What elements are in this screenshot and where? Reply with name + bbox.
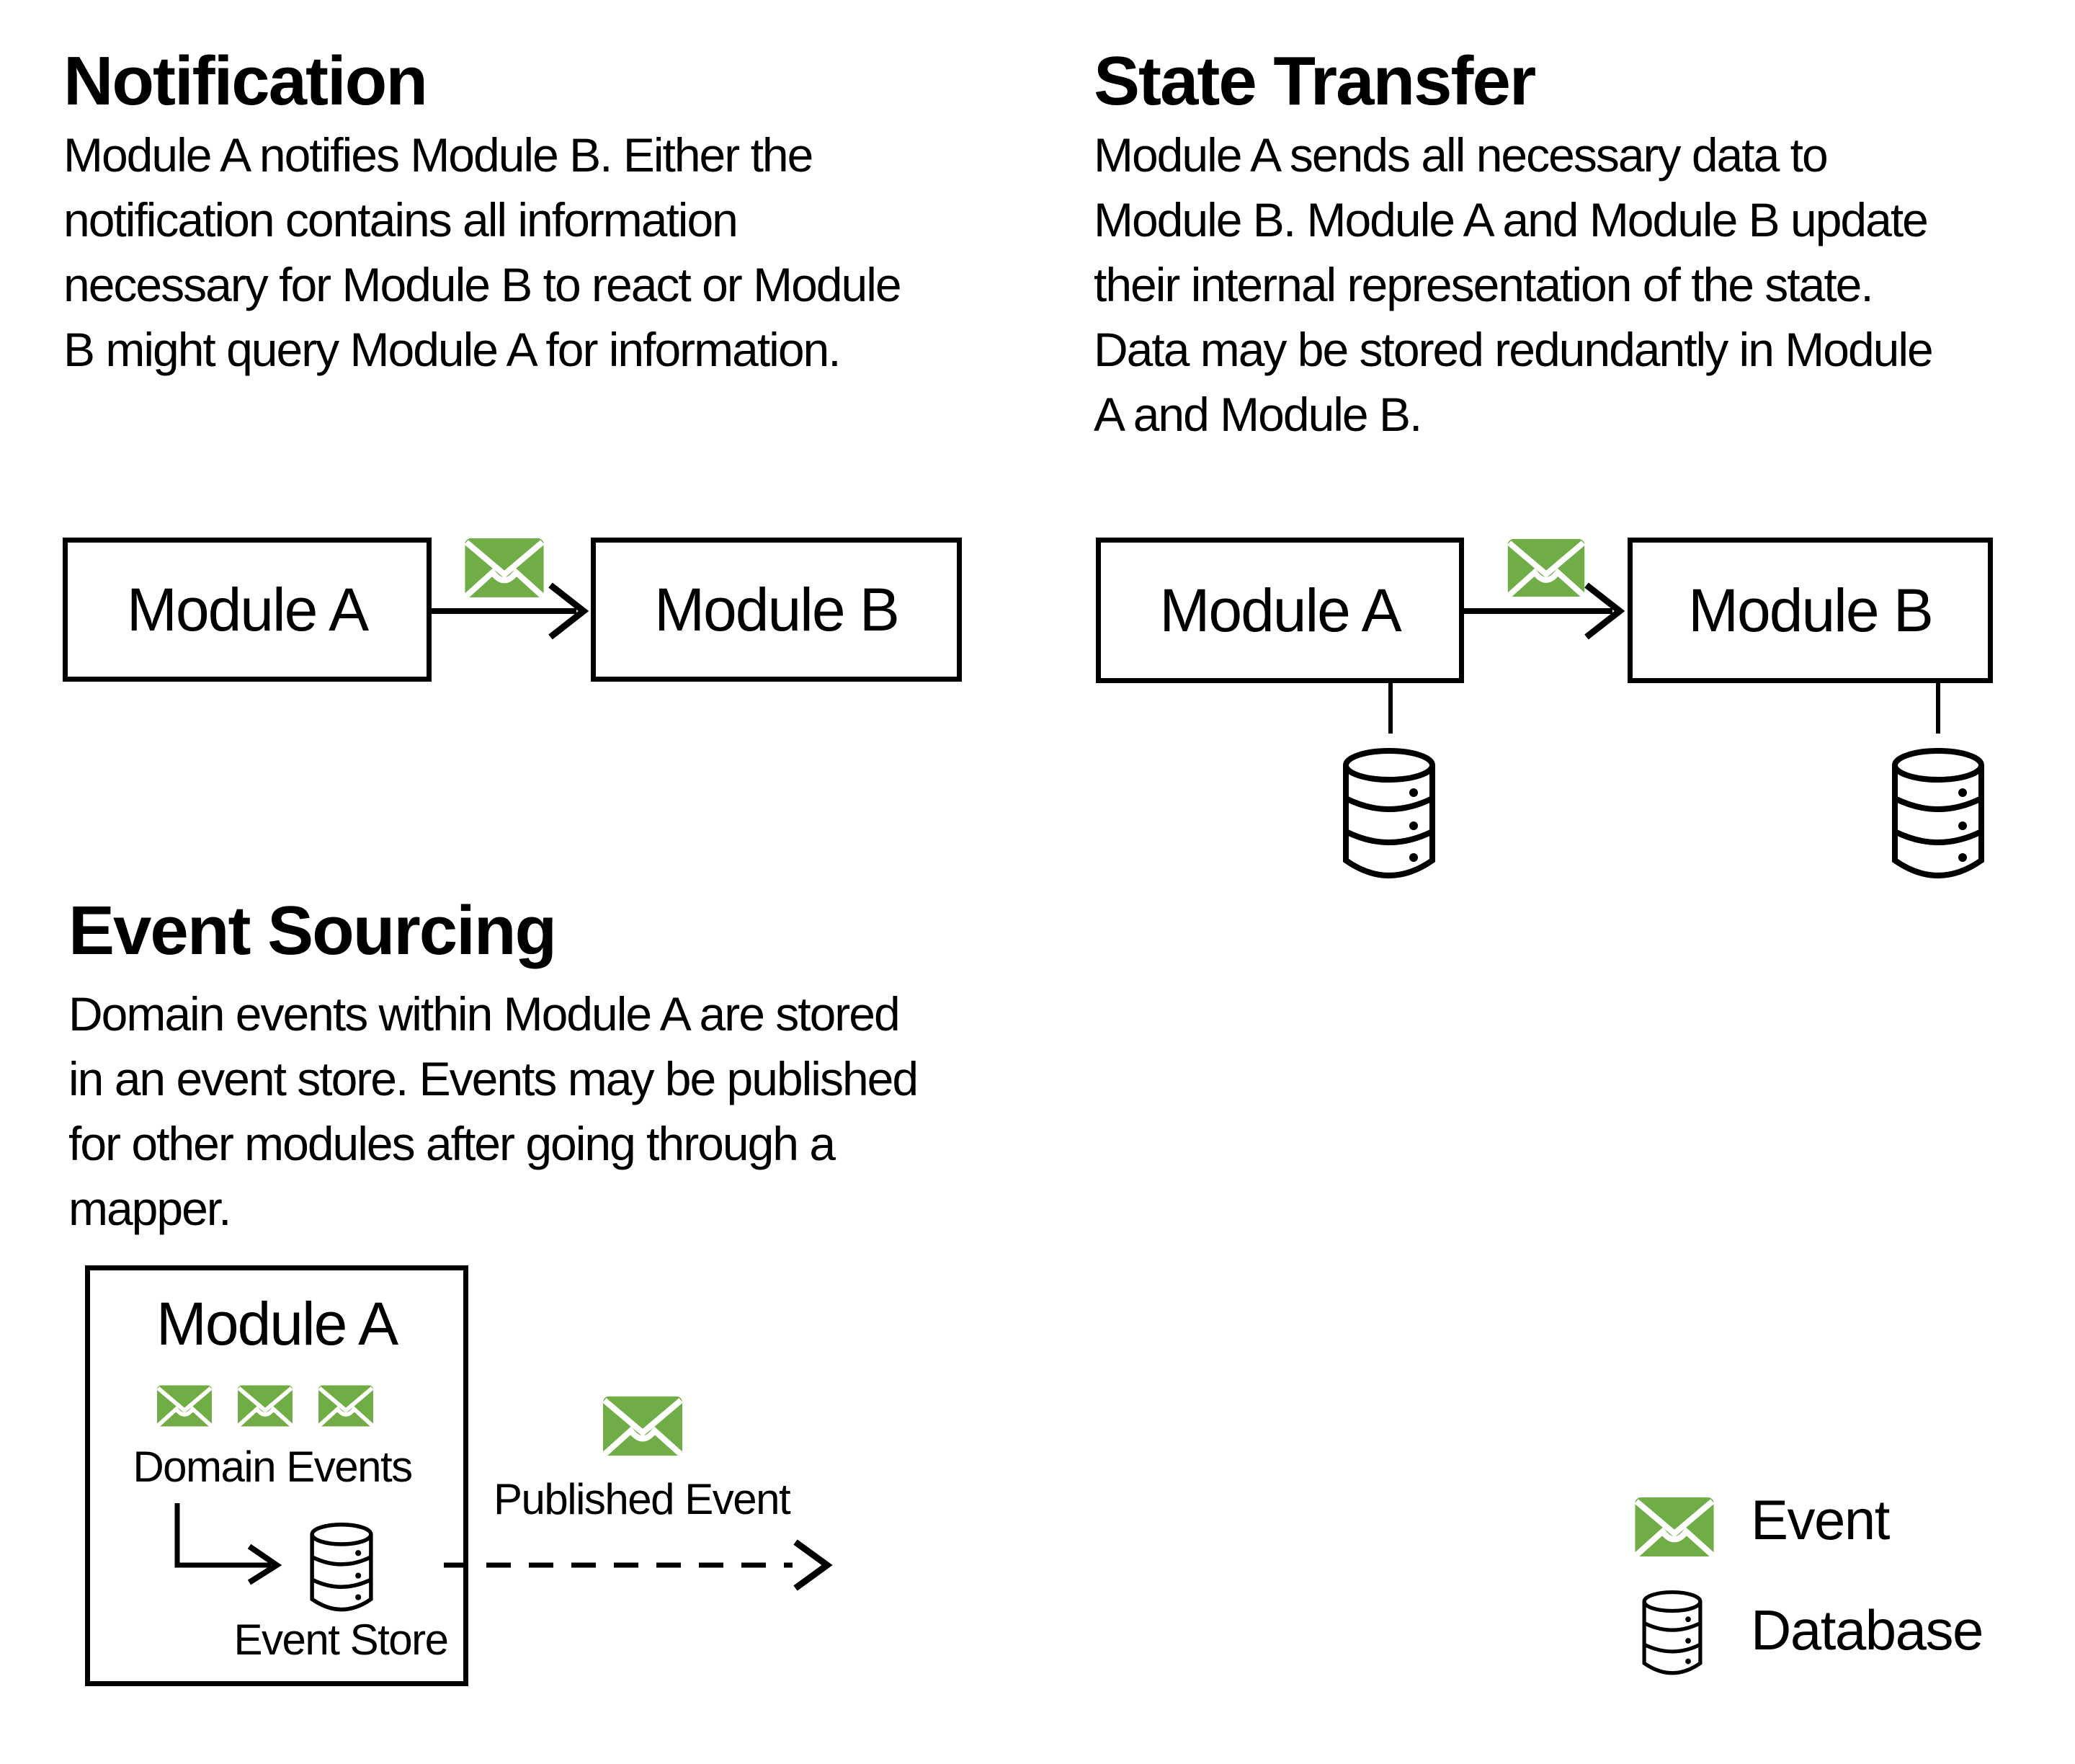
- event-sourcing-module-a-box: Module A: [85, 1265, 468, 1686]
- domain-events-label: Domain Events: [133, 1443, 413, 1491]
- published-event-envelope-icon: [603, 1396, 682, 1456]
- notification-section-title: Notification: [63, 43, 428, 120]
- event-sourcing-section-body: Domain events within Module A are stored…: [68, 987, 919, 1235]
- module-b-label: Module B: [654, 576, 900, 643]
- legend-event-label: Event: [1751, 1488, 1890, 1551]
- module-a-label: Module A: [126, 576, 369, 643]
- notification-arrowhead: [548, 582, 589, 640]
- event-envelope-icon: [238, 1385, 293, 1427]
- event-envelope-icon: [1507, 539, 1585, 597]
- state-transfer-arrowhead: [1584, 582, 1625, 640]
- state-transfer-module-a-box: Module A: [1096, 538, 1464, 683]
- published-event-arrowhead: [793, 1539, 833, 1591]
- state-transfer-section-title: State Transfer: [1094, 43, 1536, 120]
- event-envelope-icon: [318, 1385, 373, 1427]
- legend-event-envelope-icon: [1635, 1497, 1714, 1556]
- event-envelope-icon: [465, 538, 544, 597]
- event-store-label: Event Store: [233, 1616, 449, 1664]
- database-cylinder-icon: [1342, 748, 1436, 879]
- notification-module-b-box: Module B: [591, 538, 962, 682]
- event-envelope-icon: [157, 1385, 212, 1427]
- module-b-label: Module B: [1688, 576, 1934, 644]
- event-sourcing-section-title: Event Sourcing: [68, 892, 557, 969]
- event-store-database-icon: [309, 1523, 374, 1612]
- notification-section-body: Module A notifies Module B. Either the n…: [63, 128, 902, 376]
- module-a-label: Module A: [156, 1290, 398, 1358]
- notification-module-a-box: Module A: [63, 538, 432, 682]
- legend-database-icon: [1641, 1590, 1704, 1675]
- state-transfer-module-b-box: Module B: [1628, 538, 1993, 683]
- database-cylinder-icon: [1891, 748, 1985, 879]
- legend-database-label: Database: [1751, 1598, 1983, 1662]
- published-event-label: Published Event: [494, 1475, 791, 1523]
- module-a-label: Module A: [1159, 576, 1401, 644]
- state-transfer-section-body: Module A sends all necessary data to Mod…: [1094, 128, 1934, 441]
